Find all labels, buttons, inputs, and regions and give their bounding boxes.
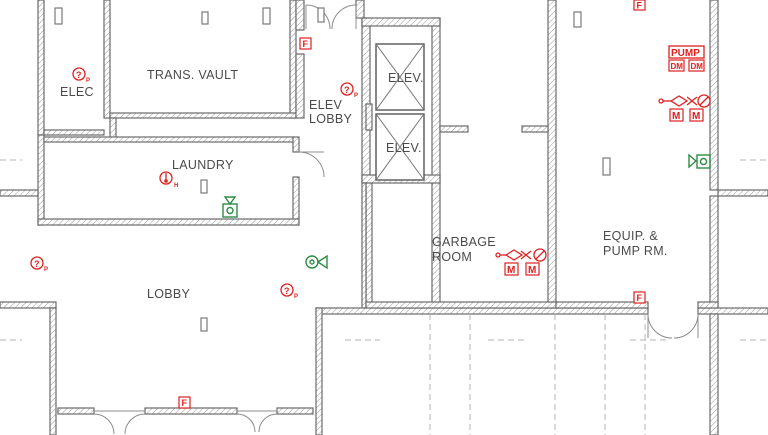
- svg-text:?: ?: [344, 85, 350, 95]
- svg-text:PUMP: PUMP: [671, 48, 700, 59]
- panel-p-icon: ? P: [280, 283, 298, 300]
- svg-text:P: P: [354, 93, 358, 99]
- label-equip-line1: EQUIP. &: [603, 229, 658, 243]
- valve-motor-assembly-icon: M M: [495, 248, 547, 276]
- fire-tag-icon: F: [178, 396, 191, 409]
- room-labels: ELEC TRANS. VAULT ELEV LOBBY ELEV. ELEV.…: [60, 68, 668, 301]
- pump-panel-icon: PUMP DM DM: [668, 45, 705, 72]
- svg-text:P: P: [294, 294, 298, 300]
- label-lobby: LOBBY: [147, 287, 191, 301]
- storefront-wall: [57, 407, 314, 435]
- doors: [298, 4, 699, 339]
- lower-units: [0, 159, 768, 435]
- svg-text:?: ?: [34, 259, 40, 269]
- elevator-shaft-b: [375, 113, 425, 181]
- green-hose-icon: [305, 254, 328, 270]
- outlets: [54, 7, 611, 332]
- svg-text:M: M: [672, 111, 680, 122]
- elevator-shaft-a: [375, 43, 425, 111]
- svg-text:F: F: [182, 398, 188, 408]
- panel-p-icon: ? P: [30, 256, 48, 273]
- svg-text:DM: DM: [671, 62, 684, 71]
- label-elevator-b: ELEV.: [386, 141, 422, 155]
- svg-text:?: ?: [76, 70, 82, 80]
- valve-motor-assembly-icon: M M: [658, 94, 711, 122]
- svg-text:M: M: [692, 111, 700, 122]
- label-laundry: LAUNDRY: [172, 158, 234, 172]
- panel-p-icon: ? P: [72, 67, 90, 84]
- label-elev-lobby-line2: LOBBY: [309, 112, 353, 126]
- fire-tag-icon: F: [633, 0, 646, 11]
- svg-text:?: ?: [284, 286, 290, 296]
- green-fixture-icon: [222, 196, 238, 218]
- label-elevator-a: ELEV.: [388, 71, 424, 85]
- svg-text:DM: DM: [691, 62, 704, 71]
- fire-tag-icon: F: [633, 291, 646, 304]
- svg-text:F: F: [303, 39, 309, 49]
- label-elec: ELEC: [60, 85, 94, 99]
- svg-text:P: P: [44, 267, 48, 273]
- svg-text:H: H: [174, 183, 178, 189]
- svg-text:M: M: [507, 265, 515, 276]
- svg-text:F: F: [637, 293, 643, 303]
- panel-p-icon: ? P: [340, 82, 358, 99]
- svg-text:M: M: [528, 265, 536, 276]
- green-fixture-icon: [688, 153, 711, 169]
- heater-h-icon: H: [159, 171, 178, 189]
- svg-text:P: P: [86, 78, 90, 84]
- label-garbage-line2: ROOM: [432, 250, 472, 264]
- label-equip-line2: PUMP RM.: [603, 244, 668, 258]
- label-elev-lobby-line1: ELEV: [309, 98, 343, 112]
- fire-tag-icon: F: [299, 37, 312, 50]
- label-trans-vault: TRANS. VAULT: [147, 68, 238, 82]
- label-garbage-line1: GARBAGE: [432, 235, 496, 249]
- svg-text:F: F: [637, 1, 643, 11]
